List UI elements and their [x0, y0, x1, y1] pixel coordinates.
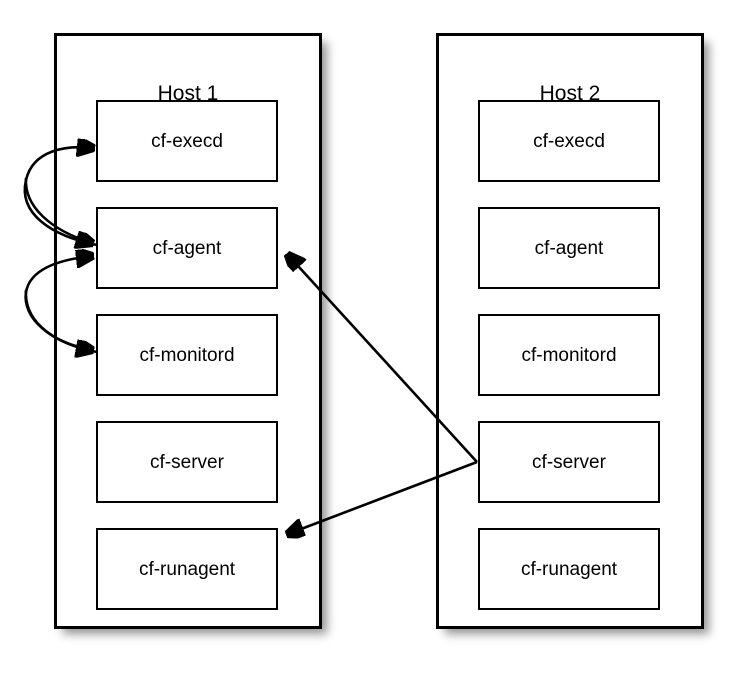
component-box-host2-cf-server[interactable]: cf-server: [478, 421, 660, 503]
component-label-host1-cf-runagent: cf-runagent: [138, 558, 236, 580]
host-title-host2: Host 2: [539, 82, 601, 105]
component-box-host1-cf-server[interactable]: cf-server: [96, 421, 278, 503]
component-label-host2-cf-monitord: cf-monitord: [521, 344, 617, 366]
component-box-host2-cf-monitord[interactable]: cf-monitord: [478, 314, 660, 396]
component-box-host2-cf-runagent[interactable]: cf-runagent: [478, 528, 660, 610]
component-label-host1-cf-server: cf-server: [150, 451, 224, 473]
component-label-host1-cf-agent: cf-agent: [152, 237, 222, 259]
host-container-host2[interactable]: Host 2 cf-execd cf-agent cf-monitord cf-…: [436, 33, 704, 629]
component-box-host2-cf-agent[interactable]: cf-agent: [478, 207, 660, 289]
component-label-host1-cf-monitord: cf-monitord: [139, 344, 235, 366]
component-box-host1-cf-monitord[interactable]: cf-monitord: [96, 314, 278, 396]
component-label-host2-cf-runagent: cf-runagent: [520, 558, 618, 580]
component-box-host1-cf-agent[interactable]: cf-agent: [96, 207, 278, 289]
component-box-host1-cf-runagent[interactable]: cf-runagent: [96, 528, 278, 610]
component-label-host2-cf-agent: cf-agent: [534, 237, 604, 259]
component-label-host2-cf-server: cf-server: [532, 451, 606, 473]
component-label-host2-cf-execd: cf-execd: [533, 130, 605, 152]
component-label-host1-cf-execd: cf-execd: [151, 130, 223, 152]
component-box-host2-cf-execd[interactable]: cf-execd: [478, 100, 660, 182]
host-title-host1: Host 1: [157, 82, 219, 105]
host-container-host1[interactable]: Host 1 cf-execd cf-agent cf-monitord cf-…: [54, 33, 322, 629]
component-box-host1-cf-execd[interactable]: cf-execd: [96, 100, 278, 182]
